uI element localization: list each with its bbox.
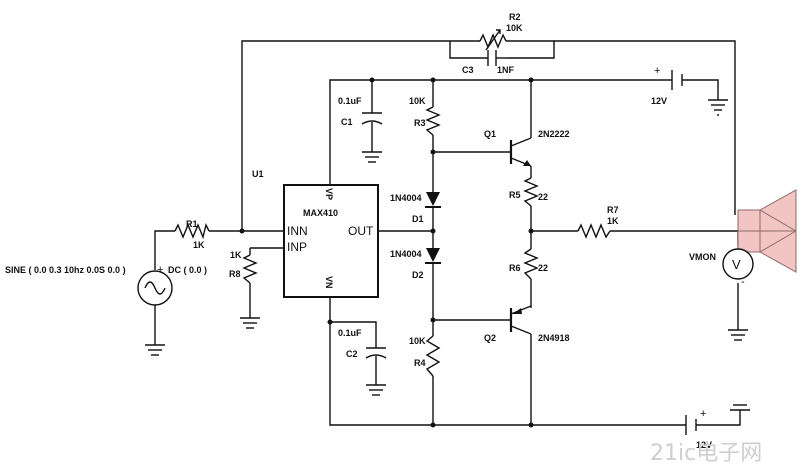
speaker: [737, 189, 797, 273]
r5-resistor: [523, 177, 539, 207]
ground-r8: [240, 317, 260, 329]
battery-top-voltage: 12V: [651, 96, 667, 106]
q2-part: 2N4918: [538, 333, 570, 343]
opamp-vn-pin: VN: [324, 276, 334, 289]
r2-name: R2: [509, 12, 521, 22]
opamp-inn-pin: INN: [287, 224, 308, 238]
voltmeter-vmon: [722, 248, 754, 280]
r8-resistor: [242, 254, 258, 284]
r7-value: 1K: [607, 216, 619, 226]
source-plus: +: [157, 264, 163, 276]
q1-name: Q1: [484, 129, 496, 139]
voltmeter-minus: -: [741, 276, 745, 288]
battery-top-plus: +: [654, 65, 660, 77]
r6-value: 22: [538, 263, 548, 273]
d1-part: 1N4004: [390, 193, 422, 203]
r6-resistor: [523, 248, 539, 280]
q1-part: 2N2222: [538, 129, 570, 139]
r5-name: R5: [509, 190, 521, 200]
d1-name: D1: [412, 214, 424, 224]
d1-diode: [425, 192, 441, 208]
r6-name: R6: [509, 263, 521, 273]
battery-bottom-voltage: 12V: [696, 440, 712, 450]
c3-name: C3: [462, 65, 474, 75]
c3-capacitor: [487, 50, 497, 66]
ground-voltmeter: [728, 329, 748, 341]
c3-value: 1NF: [497, 65, 515, 75]
opamp-u1: [283, 184, 379, 298]
wires: [154, 40, 741, 426]
c1-capacitor: [361, 112, 383, 125]
ground-source: [145, 344, 165, 356]
battery-bottom-plus: +: [700, 408, 706, 420]
r1-value: 1K: [193, 240, 205, 250]
c1-name: C1: [341, 117, 353, 127]
ground-c1: [362, 151, 382, 163]
r4-value: 10K: [409, 336, 426, 346]
q2-transistor: [509, 305, 532, 335]
r4-resistor: [425, 335, 441, 377]
d2-diode: [425, 248, 441, 264]
opamp-inp-pin: INP: [287, 240, 307, 254]
u1-name: U1: [252, 169, 264, 179]
ground-bottom-right: [730, 404, 750, 411]
ground-c2: [366, 384, 386, 396]
r2-value: 10K: [506, 23, 523, 33]
battery-top: [671, 70, 683, 90]
r3-resistor: [425, 106, 441, 136]
battery-bottom: [685, 415, 697, 435]
q1-transistor: [509, 137, 532, 167]
r7-name: R7: [607, 205, 619, 215]
c1-value: 0.1uF: [338, 96, 362, 106]
opamp-part: MAX410: [303, 208, 338, 218]
vmon-label: VMON: [689, 252, 716, 262]
sine-source-spec: SINE ( 0.0 0.3 10hz 0.0S 0.0 ): [5, 265, 126, 275]
r7-resistor: [577, 223, 611, 239]
r1-name: R1: [186, 219, 198, 229]
ground-top-right: [708, 99, 728, 116]
opamp-vp-pin: VP: [324, 188, 334, 200]
c2-value: 0.1uF: [338, 328, 362, 338]
c2-name: C2: [346, 349, 358, 359]
c2-capacitor: [365, 347, 387, 359]
opamp-out-pin: OUT: [348, 224, 374, 238]
voltmeter-symbol: V: [732, 257, 741, 272]
dc-source-spec: DC ( 0.0 ): [168, 265, 207, 275]
sine-source: [137, 270, 173, 306]
r8-name: R8: [229, 269, 241, 279]
junction-dots: [239, 77, 534, 428]
d2-name: D2: [412, 270, 424, 280]
r1-resistor: [174, 222, 210, 240]
r4-name: R4: [414, 358, 426, 368]
watermark-logo: 21ic电子网: [650, 441, 762, 466]
r5-value: 22: [538, 192, 548, 202]
q2-name: Q2: [484, 333, 496, 343]
r2-potentiometer: [479, 29, 507, 51]
r8-value: 1K: [230, 250, 242, 260]
r3-value: 10K: [409, 96, 426, 106]
d2-part: 1N4004: [390, 249, 422, 259]
r3-name: R3: [414, 118, 426, 128]
